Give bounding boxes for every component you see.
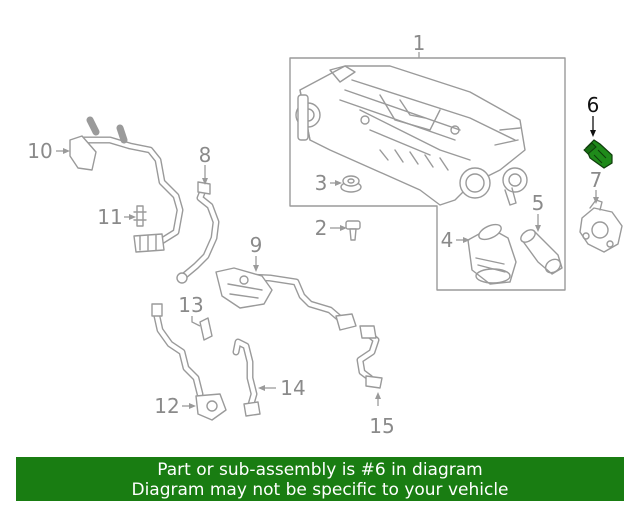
vent-hose-part-10[interactable] xyxy=(69,116,184,253)
banner-line-part: Part or sub-assembly is #6 in diagram xyxy=(157,460,483,480)
arrow-2 xyxy=(340,225,347,231)
duct-hose-part[interactable] xyxy=(519,227,563,275)
callout-3: 3 xyxy=(315,171,328,195)
parts-diagram: 1 2 3 4 5 6 7 8 9 10 11 12 13 14 15 xyxy=(27,31,623,438)
hose-part-8[interactable] xyxy=(176,181,220,284)
bolt-part[interactable] xyxy=(345,220,361,241)
arrow-8 xyxy=(202,178,208,185)
callout-13: 13 xyxy=(178,293,203,317)
callout-1: 1 xyxy=(413,31,426,55)
banner-line-disclaimer: Diagram may not be specific to your vehi… xyxy=(131,480,509,500)
assembly-outline xyxy=(289,57,566,291)
callout-11: 11 xyxy=(97,205,122,229)
arrow-7 xyxy=(593,197,599,204)
callout-2: 2 xyxy=(315,216,328,240)
arrow-3 xyxy=(335,180,342,186)
clip-part-11[interactable] xyxy=(133,205,147,227)
bracket-valve-part[interactable] xyxy=(579,199,623,253)
arrow-4 xyxy=(463,237,470,243)
hose-part-12[interactable] xyxy=(151,303,227,421)
arrow-12 xyxy=(189,403,196,409)
arrow-9 xyxy=(253,265,259,272)
arrow-14 xyxy=(258,385,265,391)
callout-12: 12 xyxy=(154,394,179,418)
part-notice-banner: Part or sub-assembly is #6 in diagram Di… xyxy=(16,457,624,501)
arrow-15 xyxy=(375,392,381,399)
leader-line-13 xyxy=(191,316,201,327)
arrow-11 xyxy=(129,214,136,220)
callout-6: 6 xyxy=(587,93,600,117)
callout-10: 10 xyxy=(27,139,52,163)
supercharger-assembly[interactable] xyxy=(295,65,528,206)
highlighted-sensor-part[interactable] xyxy=(583,139,613,169)
callout-15: 15 xyxy=(369,414,394,438)
hose-part-14[interactable] xyxy=(232,338,261,417)
arrow-10 xyxy=(63,148,70,154)
callout-5: 5 xyxy=(532,191,545,215)
grommet-part[interactable] xyxy=(340,175,362,193)
callout-4: 4 xyxy=(441,228,454,252)
callout-9: 9 xyxy=(250,233,263,257)
callout-7: 7 xyxy=(590,168,603,192)
hose-part-15[interactable] xyxy=(356,325,383,389)
arrow-6 xyxy=(590,130,596,137)
hose-assembly-part-9[interactable] xyxy=(215,267,357,331)
callout-8: 8 xyxy=(199,143,212,167)
callout-14: 14 xyxy=(280,376,305,400)
clip-part-13[interactable] xyxy=(199,317,213,341)
air-duct-part[interactable] xyxy=(467,221,517,285)
arrow-5 xyxy=(535,225,541,232)
